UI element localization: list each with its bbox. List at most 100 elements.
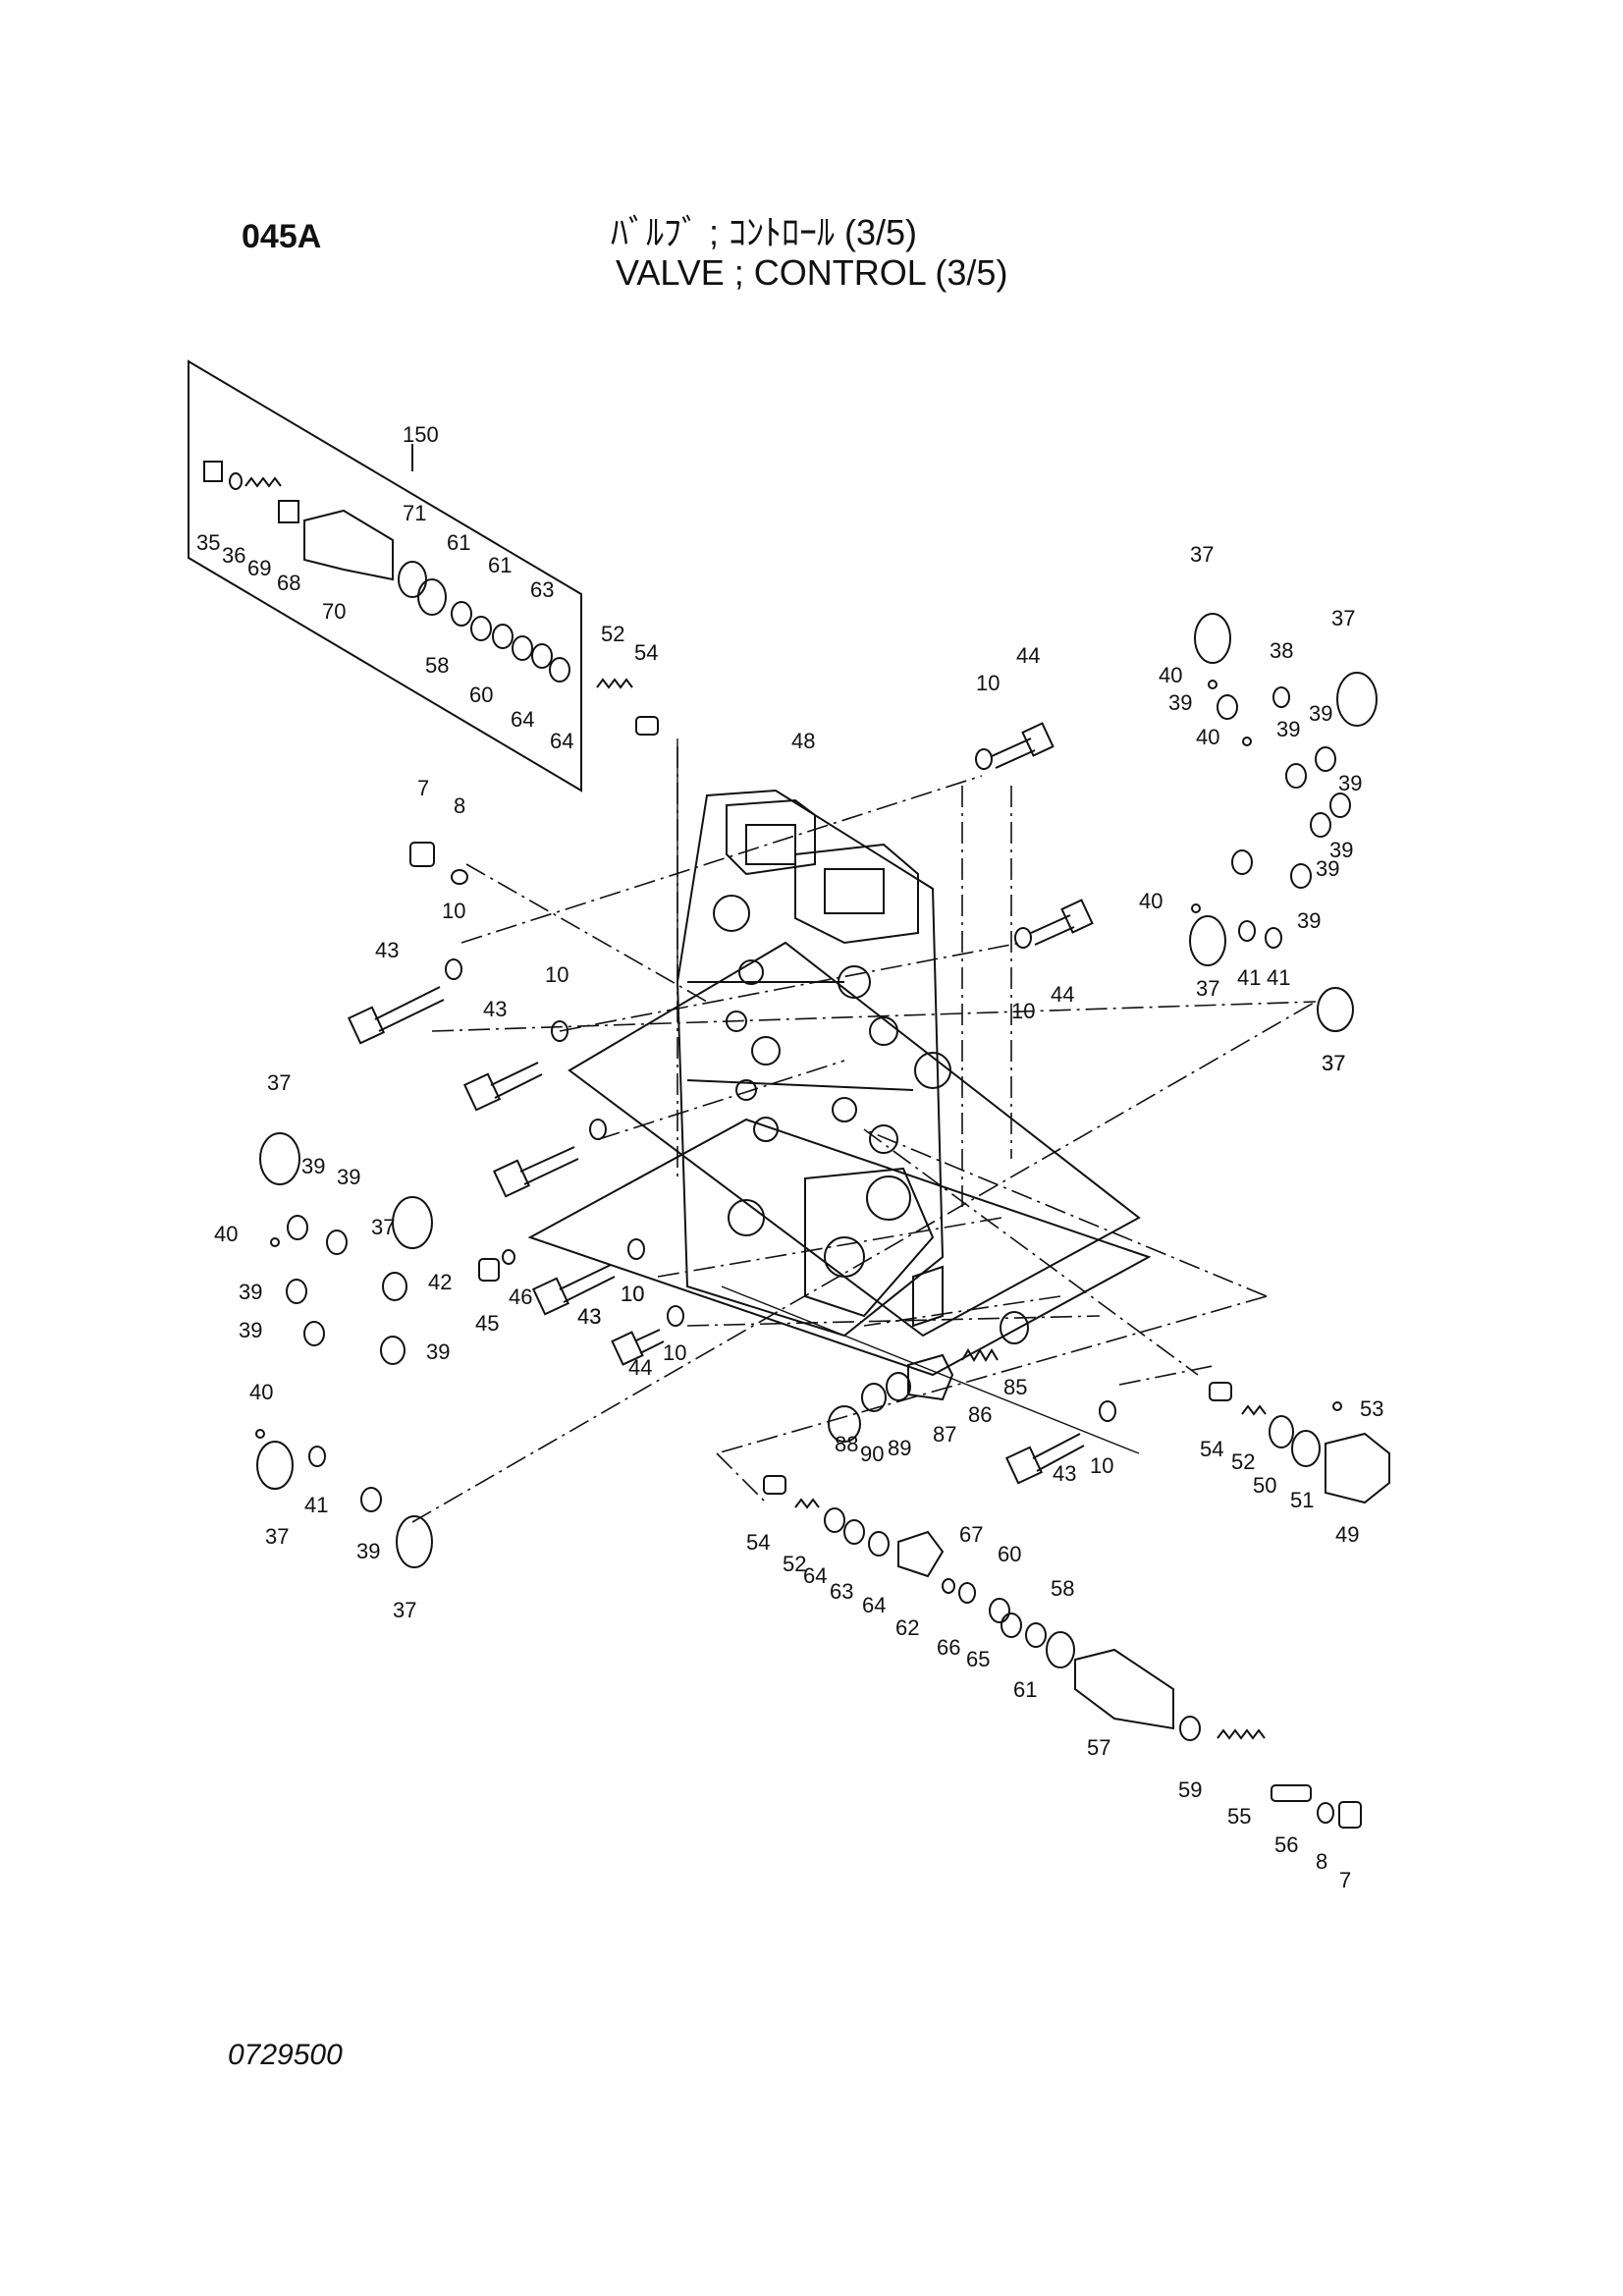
oring-37-r2 — [1336, 672, 1378, 727]
part-label: 10 — [1011, 999, 1035, 1023]
section-outline-a — [568, 941, 1141, 1338]
part-label: 150 — [403, 422, 439, 447]
oring-41-l — [308, 1446, 326, 1467]
part-label: 64 — [803, 1563, 827, 1588]
part-label: 39 — [1309, 701, 1332, 726]
part-66 — [942, 1578, 955, 1594]
part-label: 39 — [1316, 856, 1339, 881]
part-label: 37 — [265, 1524, 289, 1549]
part-label: 42 — [428, 1270, 452, 1294]
oring-39-r1 — [1217, 694, 1238, 720]
part-label: 61 — [447, 530, 470, 555]
oring-37-l1 — [259, 1132, 300, 1185]
part-label: 41 — [304, 1493, 328, 1517]
oring-39-l5 — [380, 1336, 406, 1365]
part-85 — [1000, 1311, 1029, 1344]
oring-39-r4 — [1310, 812, 1331, 838]
ring-60-b — [1001, 1613, 1022, 1638]
washer-10-c — [589, 1119, 607, 1140]
part-label: 41 — [1267, 965, 1290, 990]
part-label: 49 — [1335, 1522, 1359, 1547]
plug-49 — [1325, 1432, 1390, 1504]
part-label: 50 — [1253, 1473, 1276, 1498]
plug-45 — [478, 1258, 500, 1282]
part-59 — [1179, 1716, 1201, 1741]
part-label: 39 — [301, 1154, 325, 1178]
part-label: 60 — [998, 1542, 1021, 1566]
part-label: 10 — [1090, 1453, 1113, 1478]
washer-10-top — [975, 748, 993, 770]
bolt-44-mid — [1030, 899, 1094, 946]
part-label: 59 — [1178, 1777, 1202, 1802]
part-label: 51 — [1290, 1488, 1314, 1512]
part-label: 56 — [1274, 1832, 1298, 1857]
part-label: 40 — [1139, 889, 1163, 913]
oring-37-l3 — [256, 1441, 294, 1490]
part-label: 54 — [1200, 1437, 1223, 1461]
bolt-43-c — [492, 1146, 579, 1198]
oring-37-r3 — [1189, 915, 1226, 966]
part-label: 38 — [1270, 638, 1293, 663]
bolt-44-top — [991, 722, 1055, 769]
part-label: 45 — [475, 1311, 499, 1336]
oring-37-l2 — [392, 1196, 433, 1249]
washer-10-mid — [1014, 927, 1032, 949]
part-label: 37 — [371, 1215, 395, 1239]
part-label: 85 — [1003, 1375, 1027, 1399]
oring-39-l3 — [286, 1279, 307, 1304]
bolt-44-low — [611, 1329, 665, 1366]
oring-58 — [417, 578, 447, 616]
ring-61a — [451, 601, 472, 627]
part-label: 8 — [454, 793, 465, 818]
oring-46 — [502, 1249, 515, 1265]
part-label: 40 — [1159, 663, 1182, 687]
part-label: 52 — [783, 1552, 806, 1576]
oring-39-r3 — [1315, 746, 1336, 772]
ring-64-b2 — [868, 1531, 890, 1557]
section-outline-b — [527, 1118, 1152, 1377]
part-label: 52 — [1231, 1449, 1255, 1474]
spring-52-top — [596, 678, 633, 689]
oring-37-r4 — [1317, 987, 1354, 1032]
part-label: 90 — [860, 1442, 884, 1466]
part-label: 39 — [239, 1318, 262, 1342]
plug-7-top — [409, 842, 435, 867]
ring-60 — [470, 616, 492, 641]
oring-8-b — [1317, 1802, 1334, 1824]
part-label: 63 — [530, 577, 554, 602]
part-70 — [303, 509, 394, 581]
part-label: 52 — [601, 622, 624, 646]
oring-39-r2 — [1285, 763, 1307, 789]
part-label: 41 — [1237, 965, 1261, 990]
poppet-87 — [907, 1353, 954, 1401]
part-label: 65 — [966, 1647, 990, 1671]
part-label: 46 — [509, 1285, 532, 1309]
part-label: 67 — [959, 1522, 983, 1547]
part-54-b — [763, 1475, 786, 1495]
pin-40-r2 — [1242, 737, 1252, 746]
part-label: 39 — [1276, 717, 1300, 741]
part-68 — [278, 500, 299, 523]
part-label: 89 — [888, 1436, 911, 1460]
part-label: 64 — [862, 1593, 886, 1617]
drawing-number: 0729500 — [228, 2039, 343, 2071]
part-label: 40 — [1196, 725, 1219, 749]
ring-50 — [1269, 1415, 1294, 1449]
subassembly-150-frame — [188, 359, 582, 793]
pin-40-l2 — [255, 1429, 265, 1439]
body-57 — [1074, 1648, 1174, 1730]
part-label: 10 — [663, 1340, 686, 1365]
part-label: 39 — [1329, 838, 1353, 862]
part-label: 71 — [403, 501, 426, 525]
spring-52-r — [1241, 1404, 1267, 1416]
bolt-43-b — [462, 1062, 543, 1112]
part-label: 8 — [1316, 1849, 1327, 1874]
oring-39-l6 — [360, 1487, 382, 1512]
oring-38 — [1272, 686, 1290, 708]
valve-body-48 — [676, 789, 951, 1338]
part-label: 10 — [545, 962, 568, 987]
spring-55 — [1217, 1728, 1266, 1740]
